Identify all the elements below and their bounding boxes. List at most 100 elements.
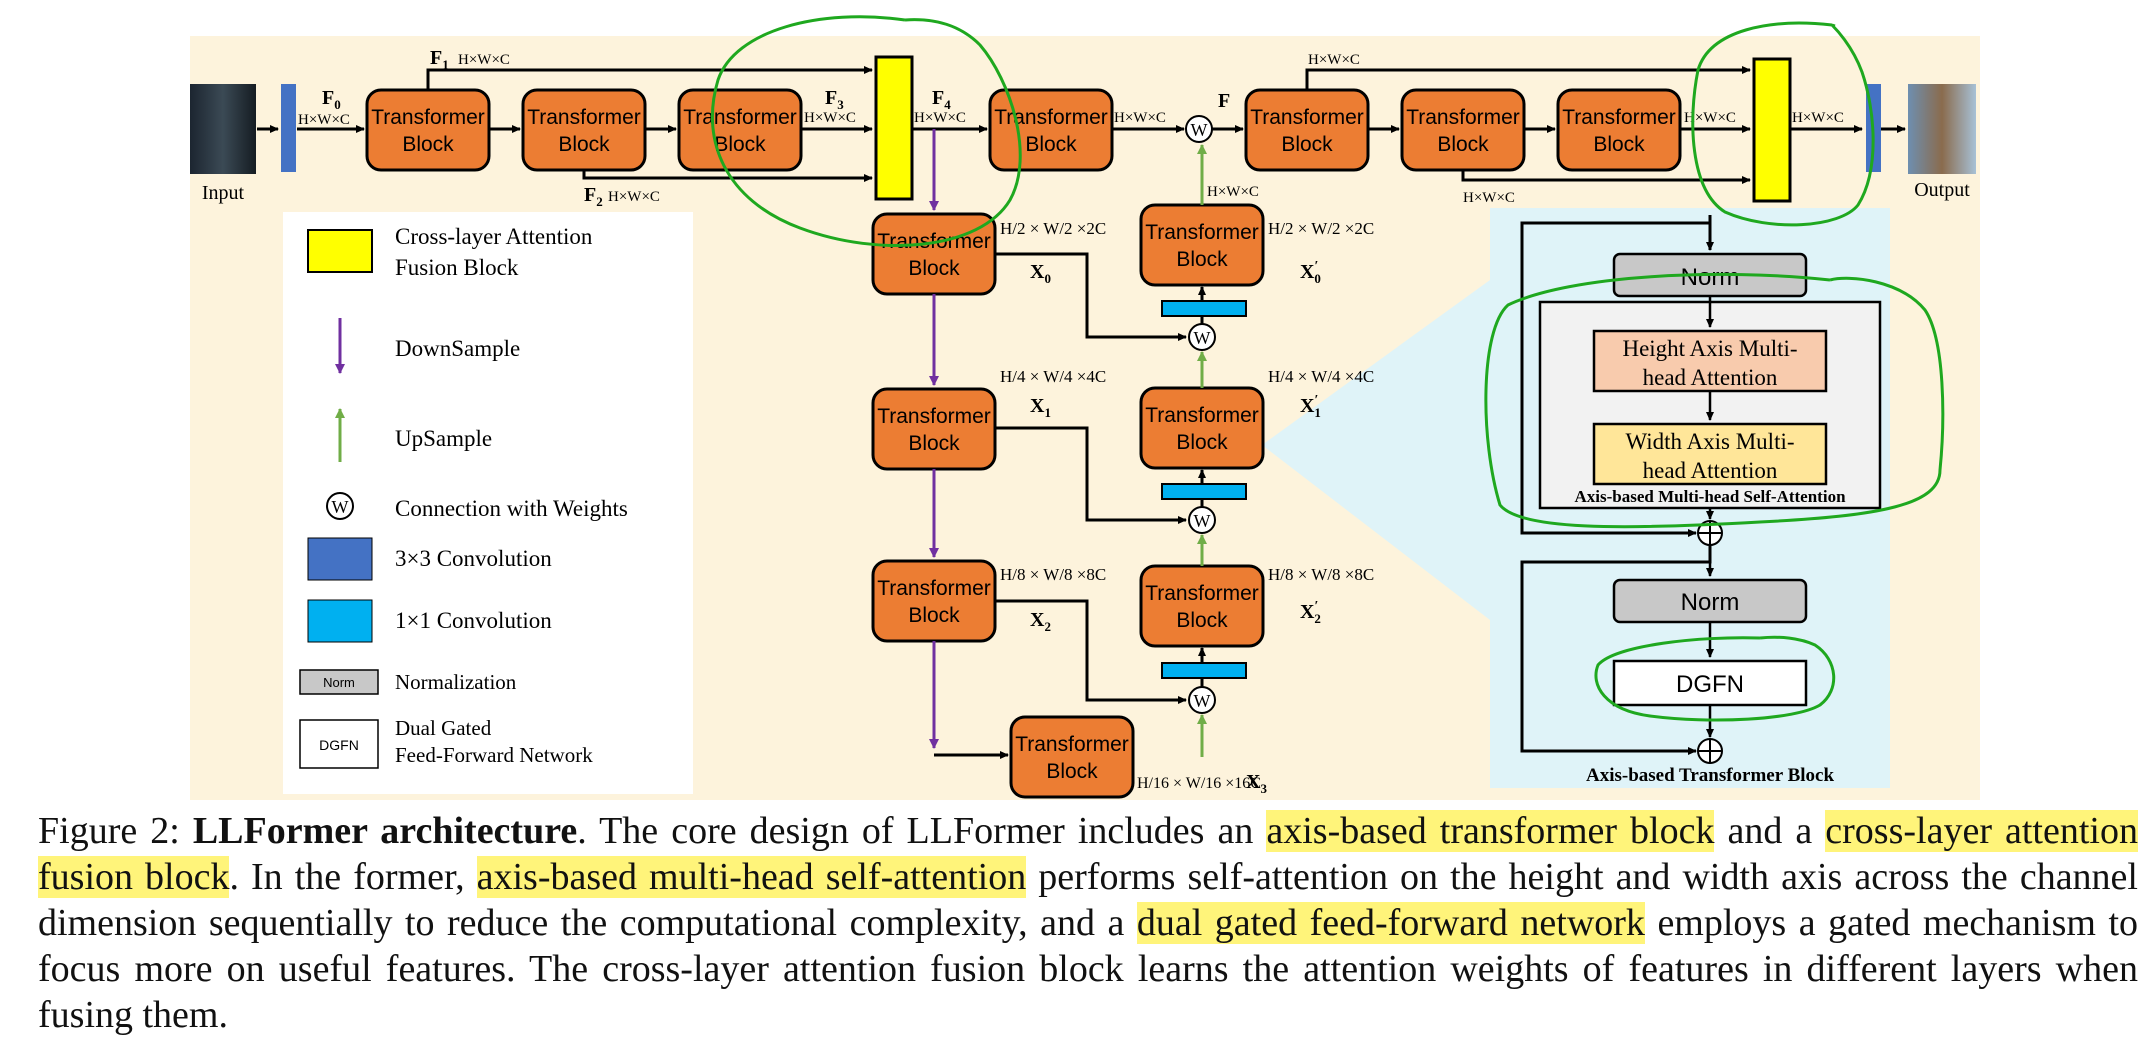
x0-dim: H/2 × W/2 ×2C (1000, 219, 1106, 238)
svg-text:Block: Block (558, 133, 610, 156)
transformer-block-x0p: Transformer Block (1139, 203, 1265, 287)
caption-text-4: performs self-attention on the height an… (38, 856, 2138, 944)
svg-text:Transformer: Transformer (1145, 221, 1259, 244)
detail-title: Axis-based Transformer Block (1586, 765, 1834, 786)
svg-text:Transformer: Transformer (1145, 582, 1259, 605)
svg-text:Transformer: Transformer (527, 106, 641, 129)
figure-caption: Figure 2: LLFormer architecture. The cor… (38, 808, 2138, 1038)
svg-text:Transformer: Transformer (1250, 106, 1364, 129)
transformer-block-x3: Transformer Block (1009, 715, 1135, 799)
skip-x0 (995, 252, 1187, 341)
detail-residual-1 (1520, 215, 1712, 537)
f0-label: F0 (322, 87, 341, 112)
legend-fusion-swatch (307, 229, 373, 273)
transformer-block-top-6: Transformer Block (1400, 88, 1526, 172)
svg-text:Transformer: Transformer (1406, 106, 1520, 129)
x1p-label: X′1 (1300, 393, 1321, 420)
x0p-dim: H/2 × W/2 ×2C (1268, 219, 1374, 238)
svg-text:Block: Block (908, 604, 960, 627)
detail-add-node-1 (1697, 520, 1723, 546)
svg-text:Transformer: Transformer (1015, 733, 1129, 756)
svg-text:Transformer: Transformer (1145, 404, 1259, 427)
upsample-0-dim: H×W×C (1207, 184, 1259, 200)
legend-dgfn-line2: Feed-Forward Network (395, 743, 593, 767)
detail-add-node-2 (1697, 738, 1723, 764)
caption-highlight-3: axis-based multi-head self-attention (476, 856, 1027, 898)
x1p-dim: H/4 × W/4 ×4C (1268, 367, 1374, 386)
svg-text:W: W (332, 497, 349, 517)
transformer-block-top-5: Transformer Block (1244, 88, 1370, 172)
cross-layer-fusion-block-2 (1752, 57, 1792, 203)
svg-text:Block: Block (1176, 609, 1228, 632)
svg-text:Block: Block (1176, 248, 1228, 271)
annotation-circle-axis-msa (1484, 272, 1945, 529)
transformer-block-top-3: Transformer Block (677, 88, 803, 172)
weight-node-1: W (1188, 323, 1216, 351)
caption-highlight-1: axis-based transformer block (1266, 810, 1715, 852)
detail-height-line2: head Attention (1643, 365, 1778, 390)
legend-norm-box-label: Norm (323, 675, 355, 690)
legend-conv1: 1×1 Convolution (395, 608, 552, 633)
svg-text:Block: Block (1437, 133, 1489, 156)
svg-text:Block: Block (1025, 133, 1077, 156)
transformer-block-top-7: Transformer Block (1556, 88, 1682, 172)
x3-label: X3 (1246, 771, 1267, 796)
tb4-dim: H×W×C (1114, 110, 1166, 126)
detail-width-line2: head Attention (1643, 458, 1778, 483)
detail-projection (1262, 280, 1490, 620)
x2-label: X2 (1030, 609, 1051, 634)
output-image (1908, 84, 1976, 174)
transformer-block-top-1: Transformer Block (365, 88, 491, 172)
caption-highlight-4: dual gated feed-forward network (1136, 902, 1645, 944)
svg-text:Transformer: Transformer (371, 106, 485, 129)
detail-dgfn (1612, 659, 1808, 707)
annotation-circle-dgfn (1594, 635, 1836, 722)
f3-label: F3 (825, 87, 844, 112)
legend-dgfn-swatch (299, 719, 379, 769)
legend-normalization: Normalization (395, 670, 517, 694)
conv1x1-1 (1161, 483, 1247, 500)
skip-f2 (582, 170, 873, 182)
svg-text:W: W (1194, 691, 1211, 711)
transformer-block-x1p: Transformer Block (1139, 386, 1265, 470)
f4-dim: H×W×C (914, 110, 966, 126)
x0p-label: X′0 (1300, 259, 1321, 286)
input-label: Input (202, 182, 245, 204)
detail-height-line1: Height Axis Multi- (1622, 336, 1797, 361)
weight-node-2: W (1188, 506, 1216, 534)
svg-text:Block: Block (1176, 431, 1228, 454)
weight-node-top: W (1185, 115, 1213, 143)
input-image (190, 84, 256, 174)
f1-dim: H×W×C (458, 52, 510, 68)
legend-conv3: 3×3 Convolution (395, 546, 552, 571)
x1-label: X1 (1030, 395, 1051, 420)
transformer-block-x2p: Transformer Block (1139, 564, 1265, 648)
svg-text:Block: Block (1593, 133, 1645, 156)
svg-text:W: W (1194, 511, 1211, 531)
svg-text:Block: Block (1046, 760, 1098, 783)
svg-text:Block: Block (402, 133, 454, 156)
legend-upsample: UpSample (395, 426, 492, 451)
transformer-block-top-4: Transformer Block (988, 88, 1114, 172)
skip-x2 (995, 599, 1187, 704)
legend-fusion-line1: Cross-layer Attention (395, 224, 593, 249)
skip-decoder-top-dim: H×W×C (1308, 52, 1360, 68)
x2-dim: H/8 × W/8 ×8C (1000, 565, 1106, 584)
legend-conv3-swatch (307, 537, 373, 581)
conv3x3-input (281, 84, 296, 172)
svg-text:Transformer: Transformer (877, 577, 991, 600)
llformer-architecture-diagram: Input F0 H×W×C Transformer Block Transfo… (190, 15, 1980, 800)
caption-title: LLFormer architecture (192, 810, 578, 852)
detail-axis-msa-label: Axis-based Multi-head Self-Attention (1574, 487, 1846, 506)
legend-weights: Connection with Weights (395, 496, 628, 521)
fusion2-dim: H×W×C (1792, 110, 1844, 126)
legend-downsample: DownSample (395, 336, 520, 361)
legend-fusion-line2: Fusion Block (395, 255, 519, 280)
f4-label: F4 (932, 87, 951, 112)
detail-residual-2 (1520, 545, 1712, 755)
svg-text:Block: Block (1281, 133, 1333, 156)
caption-text-2: and a (1714, 810, 1826, 852)
svg-text:Transformer: Transformer (994, 106, 1108, 129)
skip-decoder-bottom (1461, 170, 1751, 184)
svg-text:W: W (1194, 328, 1211, 348)
